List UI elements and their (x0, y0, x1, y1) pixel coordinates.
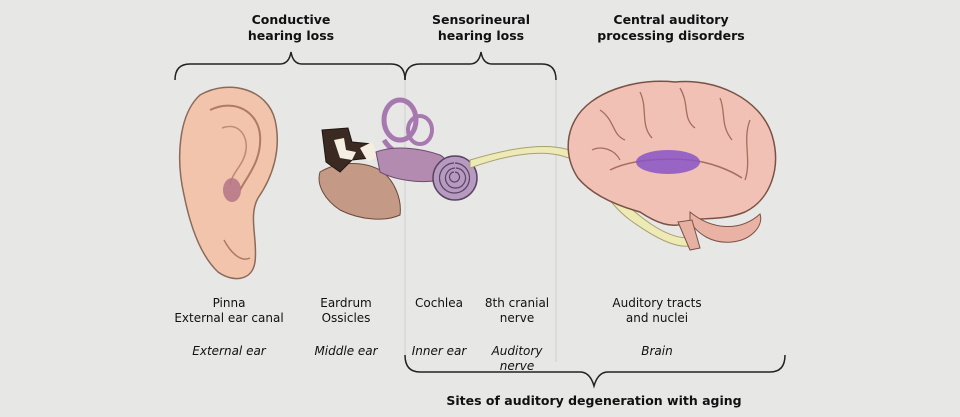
header-central: Central auditory processing disorders (597, 12, 745, 43)
region-middle-ear: Middle ear (314, 344, 378, 358)
label-cochlea: Cochlea (415, 296, 463, 310)
region-inner-ear: Inner ear (411, 344, 467, 358)
region-brain: Brain (641, 344, 673, 358)
auditory-cortex-highlight (636, 150, 700, 174)
header-conductive: Conductive hearing loss (247, 12, 335, 43)
brace-conductive (174, 51, 406, 81)
brace-sites (404, 354, 786, 389)
region-external-ear: External ear (192, 344, 266, 358)
label-eardrum: Eardrum Ossicles (320, 296, 372, 325)
brace-sensorineural (404, 51, 557, 81)
label-pinna: Pinna External ear canal (174, 296, 284, 325)
pinna-illustration (178, 86, 279, 280)
brain-illustration (567, 80, 777, 251)
label-auditory-tracts: Auditory tracts and nuclei (612, 296, 702, 325)
middle-inner-ear-illustration (318, 97, 478, 220)
label-cranial-nerve: 8th cranial nerve (484, 296, 550, 325)
region-auditory-nerve: Auditory nerve (491, 344, 543, 373)
header-sensorineural: Sensorineural hearing loss (431, 12, 531, 43)
footer-caption: Sites of auditory degeneration with agin… (446, 393, 742, 408)
